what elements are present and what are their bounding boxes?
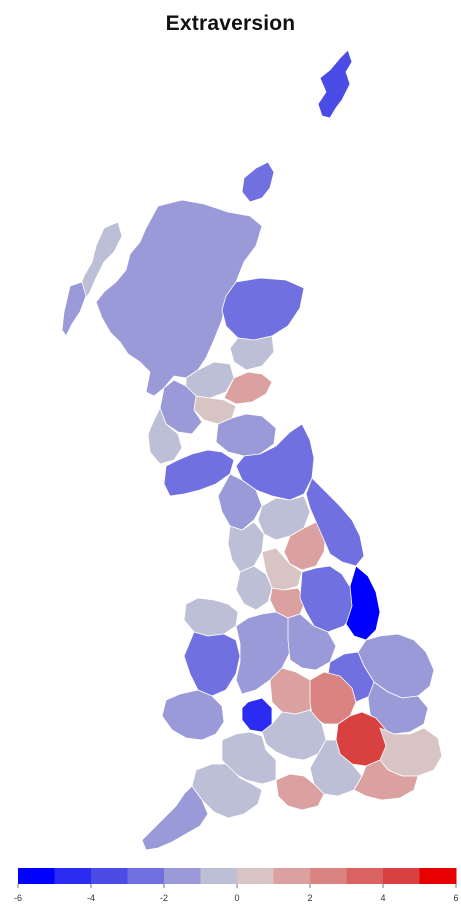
colorbar-tick-label: 6	[453, 893, 459, 903]
region-cumbria[interactable]	[217, 473, 263, 531]
region-skye[interactable]	[61, 281, 87, 337]
colorbar-tick-label: -4	[86, 893, 96, 903]
region-east-yorkshire[interactable]	[305, 477, 365, 567]
region-cornwall[interactable]	[141, 785, 209, 851]
map-title: Extraversion	[165, 12, 296, 35]
colorbar-tick-label: -2	[159, 893, 169, 903]
region-oxfordshire[interactable]	[269, 667, 317, 715]
region-aberdeenshire[interactable]	[221, 277, 305, 341]
region-cheshire-merseyside[interactable]	[235, 565, 273, 611]
region-south-wales[interactable]	[161, 689, 225, 741]
region-suffolk[interactable]	[367, 681, 429, 735]
region-fife[interactable]	[223, 371, 273, 405]
colorbar-tick-label: -6	[13, 893, 23, 903]
map-regions	[61, 49, 443, 851]
region-north-yorkshire-central[interactable]	[283, 521, 327, 571]
region-dorset[interactable]	[275, 773, 325, 811]
region-south-yorkshire[interactable]	[261, 547, 303, 591]
region-ayrshire[interactable]	[147, 407, 183, 465]
colorbar-tick-label: 0	[234, 893, 240, 903]
region-kent[interactable]	[379, 727, 443, 777]
region-western-isles[interactable]	[77, 221, 123, 301]
region-orkney[interactable]	[241, 161, 275, 203]
region-monmouth[interactable]	[241, 697, 273, 733]
region-shetland[interactable]	[317, 49, 353, 119]
region-sussex[interactable]	[353, 759, 419, 801]
colorbar-tick-label: 4	[380, 893, 386, 903]
colorbar-tick-label: 2	[307, 893, 313, 903]
region-lancashire[interactable]	[227, 521, 265, 573]
region-mid-wales[interactable]	[183, 631, 241, 697]
region-north-wales[interactable]	[183, 597, 239, 637]
region-borders[interactable]	[215, 413, 277, 457]
region-tayside[interactable]	[229, 335, 275, 371]
